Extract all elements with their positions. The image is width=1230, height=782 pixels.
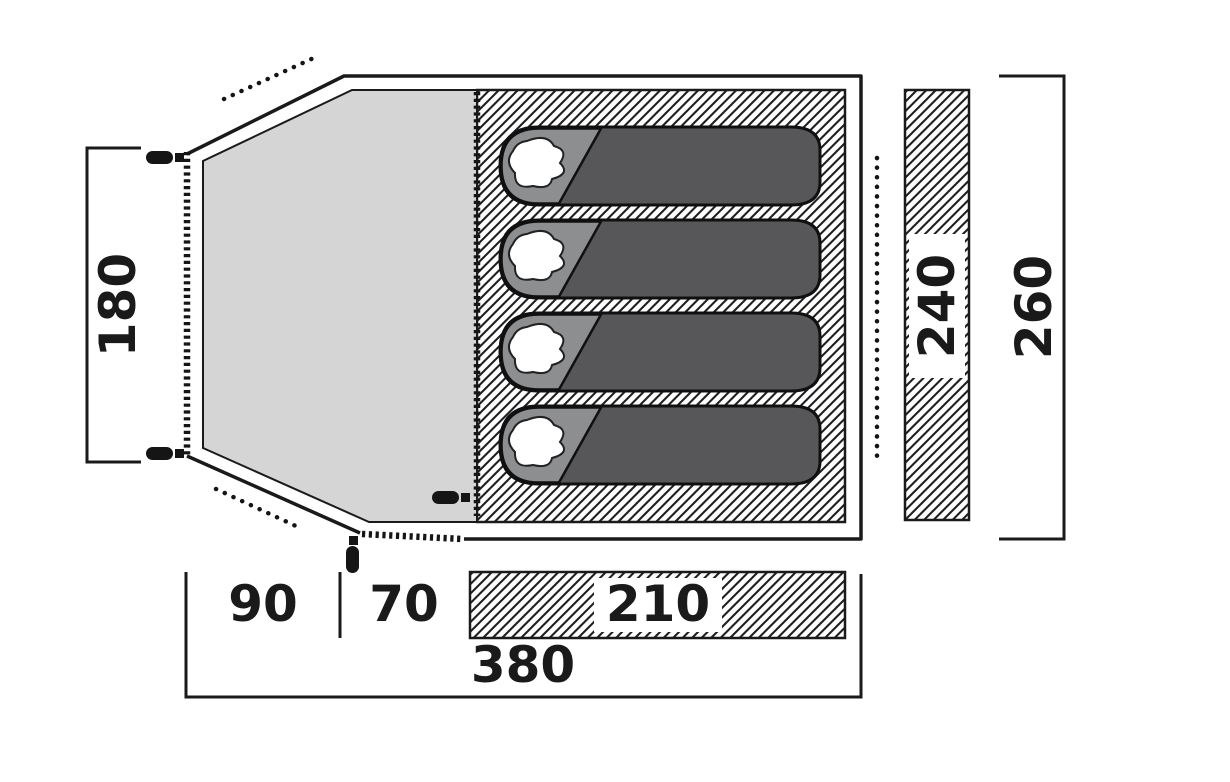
- porch-area: [202, 89, 478, 523]
- tent-body: [146, 53, 880, 573]
- zipper-pull-left-top: [146, 151, 184, 164]
- zipper-pull-front: [346, 536, 359, 573]
- dim-240-label: 240: [908, 254, 966, 358]
- label-backing: [909, 234, 965, 378]
- sleeping-bag-3: [498, 311, 822, 393]
- guy-line-bottom-left: [213, 486, 301, 530]
- dim-260-bracket: [999, 74, 1066, 541]
- dim-260-label: 260: [1005, 255, 1063, 359]
- front-door-zipper: [361, 530, 464, 543]
- label-backing: [1012, 240, 1060, 374]
- dimension-bedroom-width: 180: [85, 146, 147, 464]
- sleeping-bag-4: [498, 404, 822, 486]
- zipper-pull-divider: [432, 491, 470, 504]
- dim-90-label: 90: [228, 575, 298, 633]
- dim-380-bracket: [184, 572, 863, 699]
- dimension-flysheet-length: 260: [999, 74, 1066, 541]
- dimension-bedroom-length: 240: [903, 88, 971, 522]
- sleeping-bag-1: [498, 125, 822, 207]
- dim-70-label: 70: [369, 575, 439, 633]
- flysheet-outline: [186, 74, 863, 541]
- dim-380-label: 380: [471, 636, 575, 694]
- guy-line-top-left: [221, 53, 321, 102]
- dim-180-bracket: [85, 146, 141, 464]
- dim-210-label: 210: [606, 575, 710, 633]
- sleeping-bag-2: [498, 218, 822, 300]
- bottom-dimensions: 90 70 210 380: [184, 570, 863, 699]
- zipper-pull-left-bottom: [146, 447, 184, 460]
- label-backing: [594, 578, 722, 632]
- dim-180-label: 180: [89, 253, 147, 357]
